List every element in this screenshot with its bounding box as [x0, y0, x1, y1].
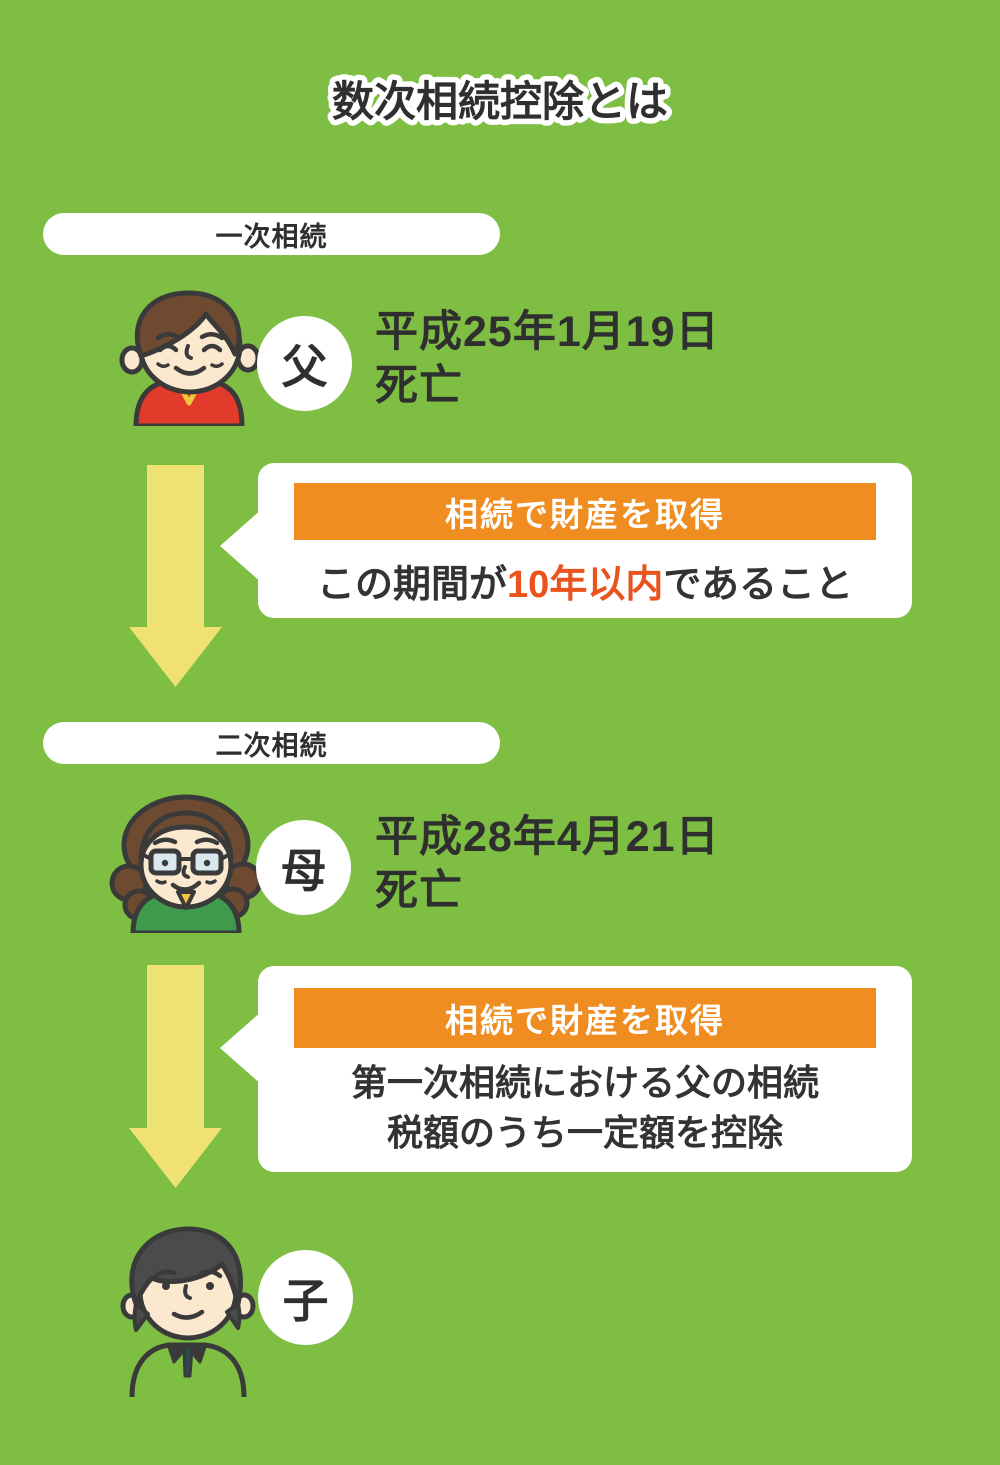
bubble-body-prefix: この期間が	[317, 564, 508, 606]
down-arrow-icon	[129, 965, 222, 1188]
speech-bubble-tail	[220, 509, 262, 583]
person-badge-text: 父	[281, 340, 328, 393]
death-date-line2: 死亡	[375, 362, 463, 410]
section-label-text: 一次相続	[215, 221, 328, 252]
death-date-mother: 平成28年4月21日 死亡	[375, 810, 720, 918]
death-date-line1: 平成28年4月21日	[375, 813, 720, 861]
mother-icon	[109, 794, 263, 933]
death-date-father: 平成25年1月19日 死亡	[375, 305, 720, 413]
down-arrow-icon	[129, 465, 222, 687]
bubble-body-line2: 税額のうち一定額を控除	[386, 1112, 783, 1153]
person-badge-text: 子	[282, 1274, 329, 1327]
death-date-line1: 平成25年1月19日	[375, 308, 720, 356]
condition-bubble-second: 相続で財産を取得 第一次相続における父の相続 税額のうち一定額を控除	[258, 966, 912, 1172]
section-label-second-inheritance: 二次相続	[43, 722, 500, 764]
person-badge-father: 父	[257, 316, 352, 411]
bubble-body-highlight: 10年以内	[507, 564, 664, 606]
section-label-text: 二次相続	[215, 730, 328, 761]
person-badge-child: 子	[258, 1250, 353, 1345]
page-title-text: 数次相続控除とは	[332, 78, 668, 125]
bubble-header-text: 相続で財産を取得	[445, 1002, 725, 1039]
child-icon	[120, 1226, 256, 1397]
bubble-body-text: この期間が10年以内であること	[258, 553, 912, 608]
person-badge-text: 母	[280, 844, 327, 897]
bubble-header-banner: 相続で財産を取得	[294, 483, 876, 540]
bubble-header-text: 相続で財産を取得	[445, 495, 725, 533]
person-badge-mother: 母	[256, 820, 351, 915]
bubble-body-suffix: であること	[663, 564, 853, 606]
bubble-header-banner: 相続で財産を取得	[294, 988, 876, 1048]
bubble-body-line1: 第一次相続における父の相続	[350, 1062, 819, 1103]
father-icon	[119, 290, 261, 426]
bubble-body-text: 第一次相続における父の相続 税額のうち一定額を控除	[258, 1058, 912, 1158]
condition-bubble-first: 相続で財産を取得 この期間が10年以内であること	[258, 463, 912, 618]
page-title: 数次相続控除とは	[326, 73, 673, 131]
speech-bubble-tail	[220, 1011, 262, 1085]
section-label-first-inheritance: 一次相続	[43, 213, 500, 255]
death-date-line2: 死亡	[375, 867, 463, 915]
